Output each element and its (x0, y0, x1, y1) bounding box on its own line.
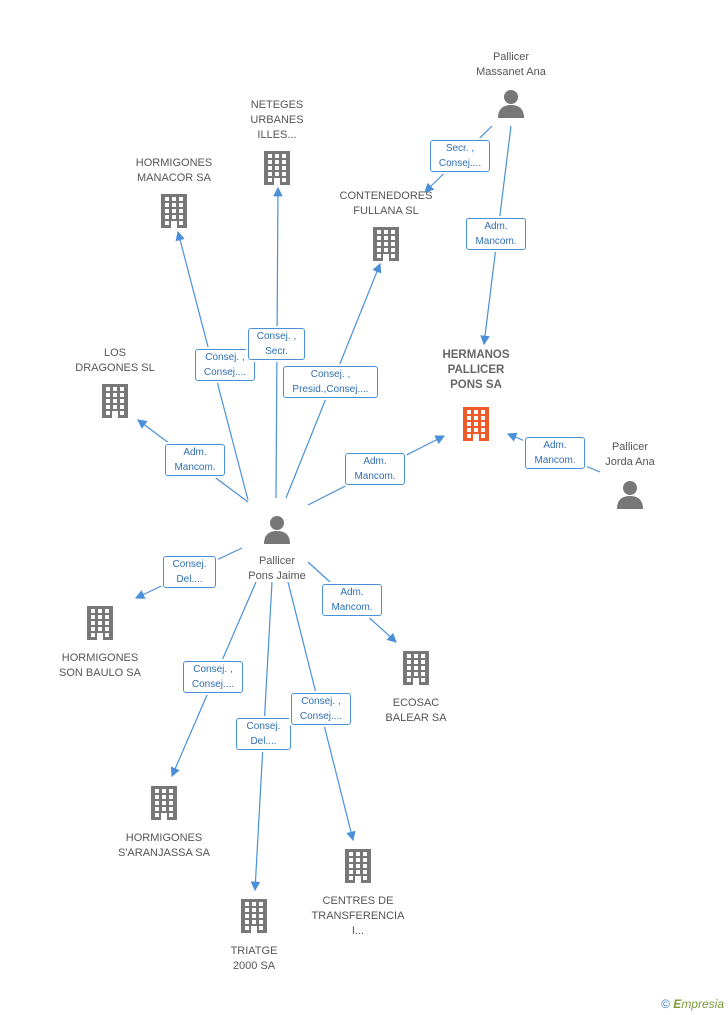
company-label: CONTENEDORES FULLANA SL (339, 190, 433, 217)
building-icon (70, 384, 160, 423)
company-label: HORMIGONES MANACOR SA (135, 157, 213, 184)
relation-label[interactable]: Adm. Mancom. (525, 437, 585, 469)
company-hormigones-saranjassa[interactable]: HORMIGONES S'ARANJASSA SA (108, 786, 220, 861)
relation-label[interactable]: Consej. , Presid.,Consej.... (283, 366, 378, 398)
copyright-symbol: © (661, 997, 670, 1011)
building-icon (52, 606, 148, 645)
company-label: HORMIGONES S'ARANJASSA SA (118, 832, 210, 859)
brand-name: mpresia (681, 997, 724, 1011)
company-hormigones-manacor[interactable]: HORMIGONES MANACOR SA (126, 156, 222, 233)
building-icon (428, 407, 524, 446)
company-triatge-2000[interactable]: TRIATGE 2000 SA (214, 899, 294, 974)
relation-label[interactable]: Consej. , Consej.... (183, 661, 243, 693)
company-label: LOS DRAGONES SL (75, 347, 155, 374)
company-contenedores-fullana[interactable]: CONTENEDORES FULLANA SL (336, 189, 436, 266)
company-ecosac-balear[interactable]: ECOSAC BALEAR SA (374, 651, 458, 726)
relation-label[interactable]: Consej. Del.... (236, 718, 291, 750)
person-label: Pallicer Massanet Ana (476, 51, 546, 78)
relation-label[interactable]: Adm. Mancom. (345, 453, 405, 485)
relation-label[interactable]: Adm. Mancom. (466, 218, 526, 250)
building-icon (306, 849, 410, 888)
person-pallicer-jorda-ana[interactable]: Pallicer Jorda Ana (590, 440, 670, 514)
company-label: HERMANOS PALLICER PONS SA (442, 349, 510, 391)
person-icon (590, 479, 670, 514)
brand-initial: E (673, 997, 682, 1011)
building-icon (236, 151, 318, 190)
company-label: NETEGES URBANES ILLES... (250, 99, 304, 141)
building-icon (336, 227, 436, 266)
building-icon (126, 194, 222, 233)
person-icon (232, 514, 322, 549)
relation-label[interactable]: Secr. , Consej.... (430, 140, 490, 172)
company-netegues-urbanes[interactable]: NETEGES URBANES ILLES... (236, 98, 318, 190)
building-icon (374, 651, 458, 690)
relation-label[interactable]: Adm. Mancom. (322, 584, 382, 616)
person-pallicer-pons-jaime[interactable]: Pallicer Pons Jaime (232, 514, 322, 584)
company-centres-transferencia[interactable]: CENTRES DE TRANSFERENCIA I... (306, 849, 410, 939)
company-label: CENTRES DE TRANSFERENCIA I... (311, 895, 405, 937)
company-hormigones-son-baulo[interactable]: HORMIGONES SON BAULO SA (52, 606, 148, 681)
company-hermanos-pallicer-pons[interactable]: HERMANOS PALLICER PONS SA (428, 348, 524, 446)
relation-label[interactable]: Consej. Del.... (163, 556, 216, 588)
person-icon (460, 88, 562, 123)
relation-label[interactable]: Consej. , Consej.... (291, 693, 351, 725)
company-label: ECOSAC BALEAR SA (385, 697, 447, 724)
company-label: HORMIGONES SON BAULO SA (59, 652, 141, 679)
company-los-dragones[interactable]: LOS DRAGONES SL (70, 346, 160, 423)
relation-label[interactable]: Consej. , Secr. (248, 328, 305, 360)
relation-label[interactable]: Consej. , Consej.... (195, 349, 255, 381)
building-icon (214, 899, 294, 938)
empresia-logo[interactable]: © Empresia (661, 997, 724, 1011)
building-icon (108, 786, 220, 825)
relation-label[interactable]: Adm. Mancom. (165, 444, 225, 476)
company-label: TRIATGE 2000 SA (230, 945, 278, 972)
person-label: Pallicer Jorda Ana (605, 441, 655, 468)
person-label: Pallicer Pons Jaime (248, 555, 306, 582)
person-pallicer-massanet-ana[interactable]: Pallicer Massanet Ana (460, 50, 562, 123)
